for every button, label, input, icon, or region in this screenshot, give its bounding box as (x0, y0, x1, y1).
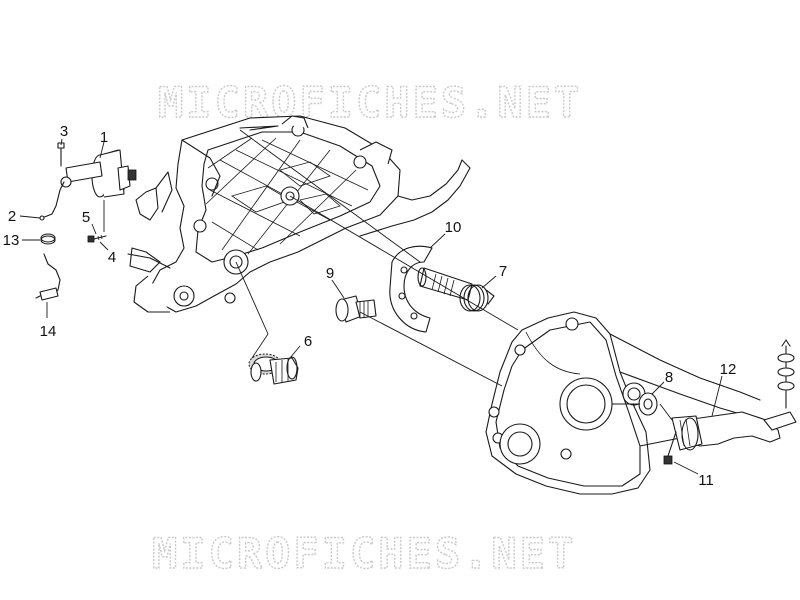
part-label-11: 11 (698, 472, 714, 489)
part-label-13: 13 (3, 232, 20, 249)
part-label-1: 1 (100, 129, 108, 146)
part-label-3: 3 (60, 123, 68, 140)
part-label-10: 10 (445, 219, 462, 236)
bolt-part-4-5 (87, 234, 107, 243)
cable-part-2 (39, 181, 65, 221)
part-callouts: 1 2 3 4 5 6 7 8 9 10 11 12 13 14 (3, 123, 737, 489)
part-label-2: 2 (8, 208, 16, 225)
gear-part-6 (248, 353, 299, 385)
pinion-part-9 (335, 295, 377, 323)
bolt-part-11 (663, 431, 677, 465)
part-label-12: 12 (720, 361, 737, 378)
part-label-4: 4 (108, 249, 116, 266)
sector-gear-part-10 (389, 245, 473, 333)
transmission-cover (485, 311, 761, 495)
part-label-8: 8 (665, 369, 673, 386)
starter-bracket (135, 171, 173, 221)
kick-lever-part-12 (671, 339, 797, 451)
assembly-lines (103, 129, 673, 421)
bolt-part-3 (57, 142, 65, 167)
part-label-7: 7 (499, 263, 507, 280)
washer-part-13 (40, 233, 56, 245)
watermark-bottom: MICROFICHES.NET (152, 529, 576, 578)
cable-part-14 (35, 253, 61, 301)
part-label-5: 5 (82, 209, 90, 226)
part-label-9: 9 (326, 265, 334, 282)
seal-part-8 (638, 392, 658, 416)
part-label-14: 14 (40, 323, 57, 340)
part-label-6: 6 (304, 333, 312, 350)
watermark-top: MICROFICHES.NET (158, 78, 582, 127)
leader-lines (19, 138, 723, 475)
starter-motor (60, 149, 137, 198)
spring-part-7 (459, 284, 495, 312)
